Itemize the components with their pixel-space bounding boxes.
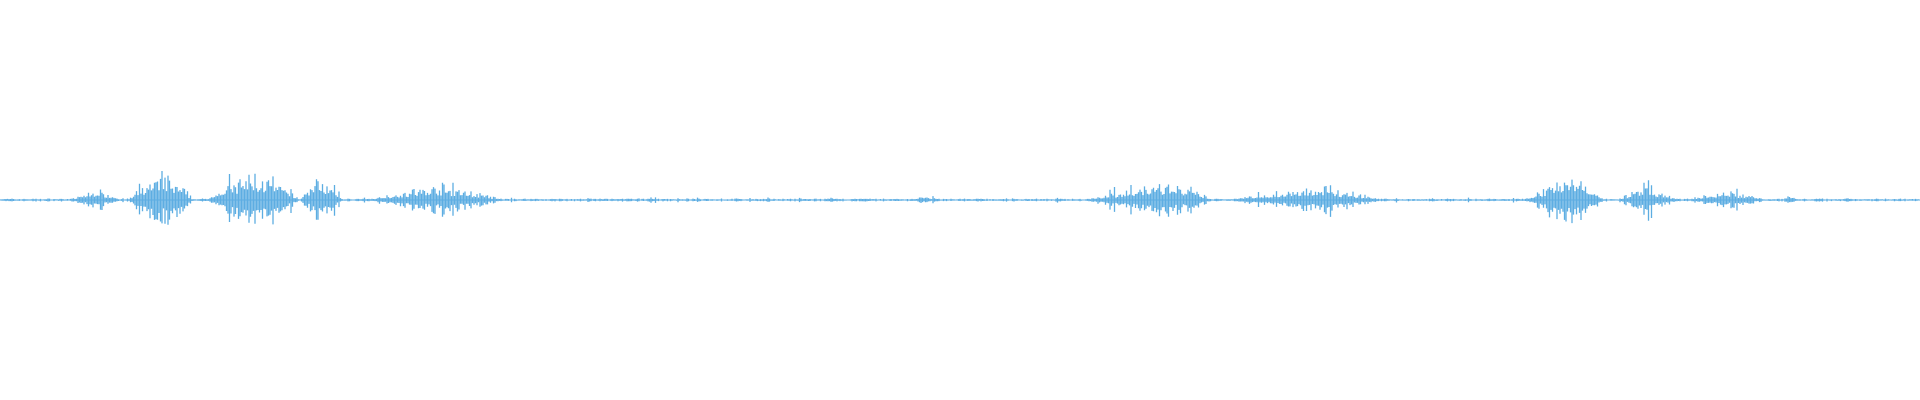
waveform-samples: [0, 171, 1920, 225]
waveform-path: [0, 171, 1920, 225]
